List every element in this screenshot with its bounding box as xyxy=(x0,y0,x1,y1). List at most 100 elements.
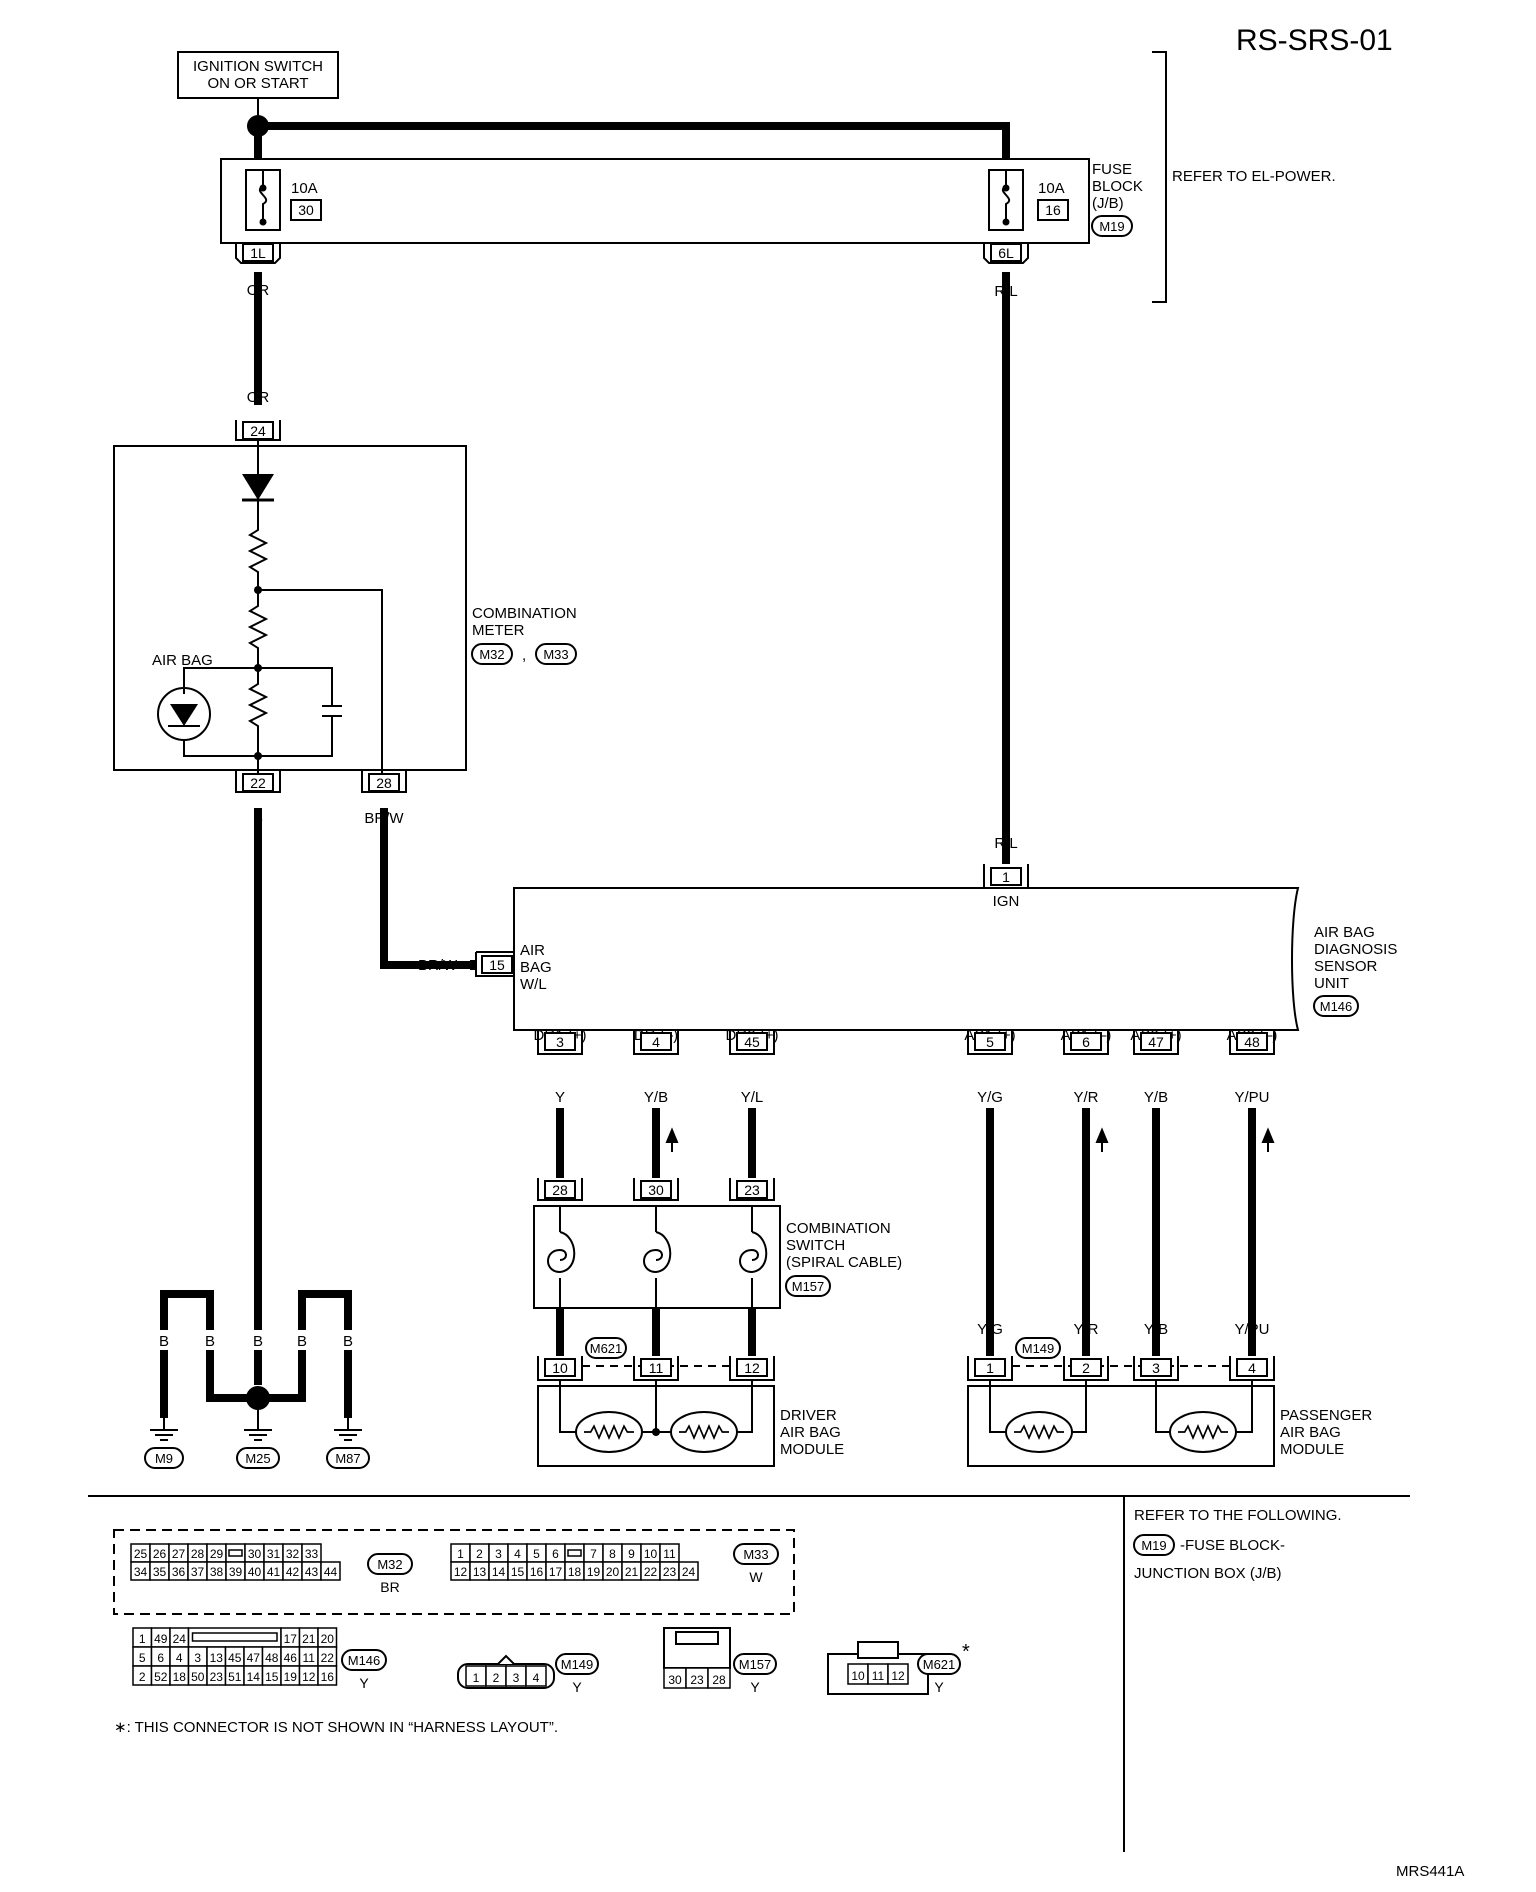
driver-pin-12: 12 xyxy=(744,1360,760,1376)
terminal-dr2-plus: DR2 (+) 45 Y/L xyxy=(726,1027,778,1178)
pin-28: 28 xyxy=(376,775,392,791)
sensor-connector: M146 xyxy=(1320,999,1353,1014)
terminal-dr1-plus-num: 3 xyxy=(556,1034,564,1050)
ground-wire-2: B xyxy=(205,1333,215,1350)
m621-pin: 12 xyxy=(891,1669,905,1683)
m146-pin: 20 xyxy=(321,1632,335,1646)
wl-label-3: W/L xyxy=(520,976,547,993)
m33-pin: 19 xyxy=(587,1565,601,1579)
driver-pin-11: 11 xyxy=(649,1360,664,1376)
sensor-name-4: UNIT xyxy=(1314,975,1349,992)
m157-pin: 30 xyxy=(668,1673,682,1687)
m157-pin: 28 xyxy=(712,1673,726,1687)
comb-switch-name-1: COMBINATION xyxy=(786,1220,891,1237)
pin-22: 22 xyxy=(250,775,266,791)
m33-pin: 1 xyxy=(457,1547,464,1561)
m146-pin: 49 xyxy=(154,1632,168,1646)
m33-pin: 11 xyxy=(663,1547,676,1561)
m32-pin: 26 xyxy=(153,1547,167,1561)
m32-cell xyxy=(320,1561,341,1581)
m33-pin: 3 xyxy=(495,1547,502,1561)
m146-pin: 21 xyxy=(302,1632,316,1646)
refer-following-line3: JUNCTION BOX (J/B) xyxy=(1134,1565,1282,1582)
m146-pin: 6 xyxy=(157,1651,164,1665)
m149-cell xyxy=(525,1665,547,1687)
m32-pin: 31 xyxy=(267,1547,281,1561)
m33-name-oval xyxy=(733,1543,779,1565)
terminal-as1-minus: AS1 (–) 6 Y/R xyxy=(1061,1027,1111,1318)
m32-pin: 27 xyxy=(172,1547,186,1561)
terminal-as2-plus: AS2 (+) 47 Y/B xyxy=(1130,1027,1182,1318)
m32-pin: 38 xyxy=(210,1565,224,1579)
m157-name: M157 xyxy=(739,1657,772,1672)
m146-pin: 4 xyxy=(176,1651,183,1665)
m621-name-oval xyxy=(917,1653,961,1675)
m33-pin: 20 xyxy=(606,1565,620,1579)
current-arrow-dr xyxy=(665,1127,679,1152)
refer-following-line1: REFER TO THE FOLLOWING. xyxy=(1134,1507,1342,1524)
fuse-block-refer: REFER TO EL-POWER. xyxy=(1172,168,1336,185)
m33-pin: 10 xyxy=(644,1547,658,1561)
terminal-as2-minus-wire: Y/PU xyxy=(1234,1089,1269,1106)
m149-pin: 4 xyxy=(533,1671,540,1685)
m33-pin: 22 xyxy=(644,1565,658,1579)
driver-module-name-2: AIR BAG xyxy=(780,1424,841,1441)
m157-cell xyxy=(707,1667,731,1689)
m146-pin: 5 xyxy=(139,1651,146,1665)
m146-pin: 15 xyxy=(265,1670,279,1684)
wl-label-2: BAG xyxy=(520,959,552,976)
pin-ign-label: IGN xyxy=(993,893,1020,910)
ignition-label-2: ON OR START xyxy=(207,75,308,92)
m33-cell xyxy=(678,1561,699,1581)
combination-switch: 28 30 23 COMBINATION SWITCH (SPIRAL CABL… xyxy=(533,1178,902,1356)
fuse-right-num: 16 xyxy=(1045,202,1061,218)
fuse-left: 10A 30 xyxy=(245,169,322,231)
meter-air-bag-label: AIR BAG xyxy=(152,652,213,669)
m146-name-oval xyxy=(341,1649,387,1671)
m33-name: M33 xyxy=(743,1547,768,1562)
m146-pin: 52 xyxy=(154,1670,168,1684)
ground-wire-1: B xyxy=(159,1333,169,1350)
m157-latch xyxy=(675,1631,719,1645)
wire-b-meter: B xyxy=(253,810,263,827)
fuse-block-connector: M19 xyxy=(1099,219,1124,234)
footnote: ∗: THIS CONNECTOR IS NOT SHOWN IN “HARNE… xyxy=(114,1719,558,1736)
m33-pin: 21 xyxy=(625,1565,639,1579)
pin-ign-num: 1 xyxy=(1002,869,1010,885)
m33-pin: 16 xyxy=(530,1565,544,1579)
driver-air-bag-module: M621 10 11 12 DRIVER AIR BAG MODULE xyxy=(537,1337,844,1467)
sensor-name-2: DIAGNOSIS xyxy=(1314,941,1397,958)
m32-pin: 43 xyxy=(305,1565,319,1579)
m33-pin: 15 xyxy=(511,1565,525,1579)
sensor-name-3: SENSOR xyxy=(1314,958,1378,975)
m146-pin: 17 xyxy=(284,1632,298,1646)
m33-pin: 9 xyxy=(628,1547,635,1561)
terminal-dr1-plus-wire: Y xyxy=(555,1089,565,1106)
m33-pin: 4 xyxy=(514,1547,521,1561)
m32-pin: 37 xyxy=(191,1565,205,1579)
m32-pin: 42 xyxy=(286,1565,300,1579)
ground-connector-m25: M25 xyxy=(245,1451,270,1466)
m32-pin: 36 xyxy=(172,1565,186,1579)
m33-pin: 7 xyxy=(590,1547,597,1561)
meter-connector-sep: , xyxy=(522,647,526,664)
m146-pin: 45 xyxy=(228,1651,242,1665)
m146-pin: 47 xyxy=(247,1651,261,1665)
terminal-as1-minus-num: 6 xyxy=(1082,1034,1090,1050)
m32-pin: 34 xyxy=(134,1565,148,1579)
m149-name: M149 xyxy=(561,1657,594,1672)
passenger-module-connector: M149 xyxy=(1022,1341,1055,1356)
m621-color: Y xyxy=(934,1679,944,1695)
ignition-label-1: IGNITION SWITCH xyxy=(193,58,323,75)
terminal-dr-minus: DR (–) 4 Y/B xyxy=(633,1027,679,1178)
m33-pin: 2 xyxy=(476,1547,483,1561)
terminal-as2-minus: AS2 (–) 48 Y/PU xyxy=(1227,1027,1277,1318)
m33-pin: 5 xyxy=(533,1547,540,1561)
fuse-right-amp: 10A xyxy=(1038,180,1065,197)
wire-or-meter: OR xyxy=(247,389,270,406)
m157-name-oval xyxy=(733,1653,777,1675)
terminal-dr1-plus: DR1 (+) 3 Y xyxy=(534,1027,586,1178)
